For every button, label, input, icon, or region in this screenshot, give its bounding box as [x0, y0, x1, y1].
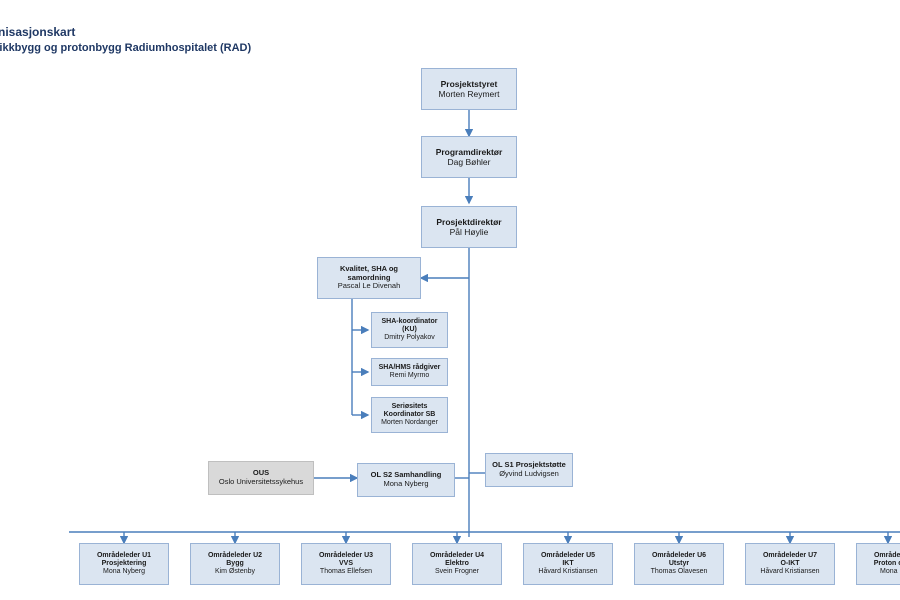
- node-person: Håvard Kristiansen: [760, 568, 820, 576]
- node-person: Øyvind Ludvigsen: [499, 469, 559, 478]
- node-title: OUS: [252, 468, 270, 478]
- node-person: Morten Reymert: [438, 89, 500, 99]
- node-title: OL S2 Samhandling: [370, 470, 442, 480]
- node-person: Svein Frogner: [435, 568, 479, 576]
- node-title: Programdirektør: [435, 146, 503, 157]
- node-omradeleder-u7[interactable]: Områdeleder U7 O-IKT Håvard Kristiansen: [745, 543, 835, 585]
- node-area: Elektro: [445, 559, 469, 567]
- chart-title-line2: Nytt klinikkbygg og protonbygg Radiumhos…: [0, 42, 252, 54]
- node-omradeleder-u8[interactable]: Områdeleder U8 Proton og utstyr Mona Nyb…: [856, 543, 900, 585]
- node-code: Områdeleder U2: [207, 551, 263, 559]
- node-person: Morten Nordanger: [381, 419, 438, 427]
- node-sha-hms-radgiver[interactable]: SHA/HMS rådgiver Remi Myrmo: [371, 358, 448, 386]
- node-person: Thomas Ellefsen: [319, 568, 373, 576]
- node-programdirektor[interactable]: Programdirektør Dag Bøhler: [421, 136, 517, 178]
- node-title: Seriøsitets Koordinator SB: [383, 402, 436, 418]
- node-title: SHA/HMS rådgiver: [378, 363, 441, 371]
- node-omradeleder-u4[interactable]: Områdeleder U4 Elektro Svein Frogner: [412, 543, 502, 585]
- node-area: Bygg: [226, 559, 244, 567]
- node-sha-koordinator[interactable]: SHA-koordinator (KU) Dmitry Polyakov: [371, 312, 448, 348]
- node-omradeleder-u1[interactable]: Områdeleder U1 Prosjektering Mona Nyberg: [79, 543, 169, 585]
- node-title: Prosjektdirektør: [436, 216, 502, 227]
- node-area: Prosjektering: [101, 559, 147, 567]
- node-kvalitet-sha-samordning[interactable]: Kvalitet, SHA og samordning Pascal Le Di…: [317, 257, 421, 299]
- node-person: Pascal Le Divenah: [337, 281, 401, 291]
- node-title: OL S1 Prosjektstøtte: [492, 460, 566, 470]
- node-prosjektstyret[interactable]: Prosjektstyret Morten Reymert: [421, 68, 517, 110]
- node-person: Mona Nyberg: [102, 568, 146, 576]
- node-person: Mona Nyberg: [383, 479, 429, 488]
- node-title: Kvalitet, SHA og samordning: [339, 263, 399, 282]
- node-person: Mona Nyberg: [879, 568, 900, 576]
- node-omradeleder-u2[interactable]: Områdeleder U2 Bygg Kim Østenby: [190, 543, 280, 585]
- node-prosjektdirektor[interactable]: Prosjektdirektør Pål Høylie: [421, 206, 517, 248]
- node-code: Områdeleder U6: [651, 551, 707, 559]
- node-code: Områdeleder U8: [873, 551, 900, 559]
- node-person: Håvard Kristiansen: [538, 568, 598, 576]
- node-person: Dmitry Polyakov: [384, 334, 435, 342]
- node-ous[interactable]: OUS Oslo Universitetssykehus: [208, 461, 314, 495]
- node-omradeleder-u6[interactable]: Områdeleder U6 Utstyr Thomas Olavesen: [634, 543, 724, 585]
- node-code: Områdeleder U4: [429, 551, 485, 559]
- node-seriositets-koordinator[interactable]: Seriøsitets Koordinator SB Morten Nordan…: [371, 397, 448, 433]
- node-person: Remi Myrmo: [389, 372, 430, 379]
- node-omradeleder-u3[interactable]: Områdeleder U3 VVS Thomas Ellefsen: [301, 543, 391, 585]
- node-title: Prosjektstyret: [440, 78, 498, 89]
- node-person: Thomas Olavesen: [650, 568, 708, 576]
- node-ol-s2-samhandling[interactable]: OL S2 Samhandling Mona Nyberg: [357, 463, 455, 497]
- node-person: Kim Østenby: [214, 568, 256, 576]
- chart-title-line1: Organisasjonskart: [0, 25, 76, 39]
- node-code: Områdeleder U1: [96, 551, 152, 559]
- node-code: Områdeleder U5: [540, 551, 596, 559]
- node-person: Oslo Universitetssykehus: [218, 477, 304, 486]
- node-code: Områdeleder U7: [762, 551, 818, 559]
- node-title: SHA-koordinator (KU): [381, 317, 438, 333]
- node-person: Pål Høylie: [449, 227, 489, 237]
- node-area: Utstyr: [668, 559, 690, 567]
- node-area: IKT: [562, 559, 574, 567]
- node-area: O-IKT: [780, 559, 800, 567]
- node-person: Dag Bøhler: [447, 157, 491, 167]
- node-area: VVS: [338, 559, 353, 567]
- node-omradeleder-u5[interactable]: Områdeleder U5 IKT Håvard Kristiansen: [523, 543, 613, 585]
- node-ol-s1-prosjektstotte[interactable]: OL S1 Prosjektstøtte Øyvind Ludvigsen: [485, 453, 573, 487]
- node-area: Proton og utstyr: [873, 559, 900, 567]
- node-code: Områdeleder U3: [318, 551, 374, 559]
